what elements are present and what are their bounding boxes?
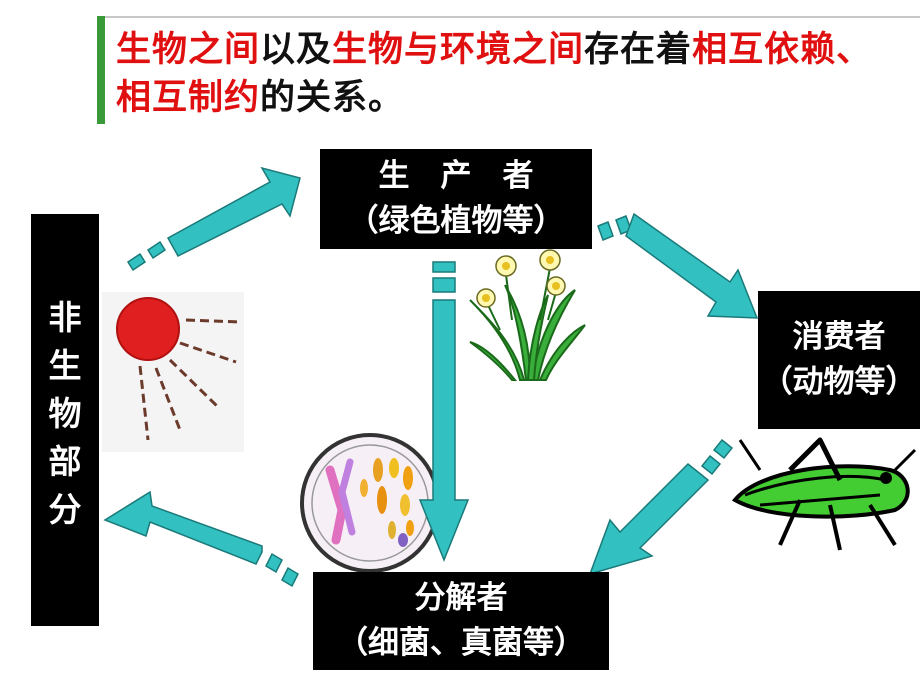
decomposer-label: 分解者 bbox=[414, 580, 508, 616]
producer-label: 生 产 者 bbox=[378, 158, 534, 194]
title-segment: 存在着 bbox=[584, 30, 693, 70]
abiotic-char: 非 bbox=[48, 298, 82, 337]
consumer-box: 消费者 （动物等） bbox=[758, 291, 920, 429]
arrow-producer-to-decomposer bbox=[418, 261, 470, 563]
consumer-examples: （动物等） bbox=[761, 364, 917, 400]
plant-icon bbox=[469, 249, 586, 381]
flow-arrows bbox=[103, 166, 759, 588]
abiotic-box: 非 生 物 部 分 bbox=[31, 214, 99, 626]
title-top-rule bbox=[105, 16, 920, 18]
arrow-producer-to-consumer bbox=[597, 212, 759, 319]
title-segment: 相互依赖、相互制约 bbox=[116, 30, 873, 118]
abiotic-char: 生 bbox=[48, 346, 82, 385]
arrow-abiotic-to-producer bbox=[126, 166, 301, 272]
title-segment: 生物之间 bbox=[116, 30, 261, 70]
producer-box: 生 产 者 （绿色植物等） bbox=[320, 149, 592, 249]
decomposer-examples: （细菌、真菌等） bbox=[337, 625, 585, 661]
consumer-label: 消费者 bbox=[792, 319, 886, 355]
producer-examples: （绿色植物等） bbox=[347, 203, 565, 239]
arrow-decomposer-to-abiotic bbox=[103, 490, 299, 588]
sun-icon bbox=[102, 292, 244, 452]
arrow-consumer-to-decomposer bbox=[588, 438, 734, 576]
decomposer-box: 分解者 （细菌、真菌等） bbox=[313, 572, 609, 670]
grasshopper-icon bbox=[728, 432, 920, 560]
page-title: 生物之间以及生物与环境之间存在着相互依赖、相互制约的关系。 bbox=[116, 26, 876, 122]
title-segment: 以及 bbox=[260, 30, 333, 70]
title-segment: 生物与环境之间 bbox=[332, 30, 585, 70]
title-accent-bar bbox=[97, 16, 105, 124]
microbes-icon bbox=[300, 433, 440, 573]
abiotic-char: 部 bbox=[48, 442, 82, 481]
title-segment: 的关系。 bbox=[260, 78, 405, 118]
abiotic-char: 分 bbox=[48, 490, 82, 529]
abiotic-char: 物 bbox=[48, 394, 82, 433]
